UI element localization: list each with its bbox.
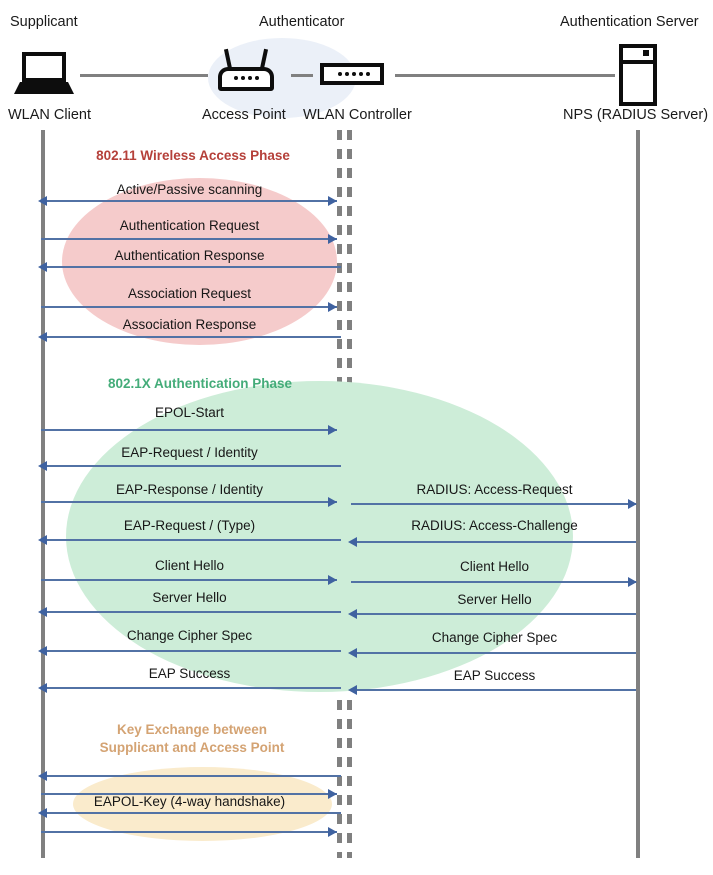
wire-ap-to-controller [291,74,313,77]
msg-label-right-3: Server Hello [457,592,532,607]
access-point-icon [218,48,274,95]
msg-label-left-14: EAPOL-Key (4-way handshake) [93,794,286,809]
msg-arrowhead-right-4 [348,648,357,658]
wlan-controller-icon [320,63,384,85]
msg-label-left-9: Client Hello [154,558,225,573]
msg-line-left-14 [41,793,337,795]
role-title-authentication-server: Authentication Server [560,14,699,30]
msg-arrowhead-left-14 [328,789,337,799]
msg-line-left-4 [47,336,341,338]
lifeline-authentication-server [636,130,640,858]
msg-line-left-10 [47,611,341,613]
node-label-wlan-controller: WLAN Controller [303,107,412,123]
msg-line-left-16 [41,831,337,833]
phase-ellipse-wireless-access [62,178,337,345]
msg-label-left-2: Authentication Response [114,248,265,263]
phase-caption-key-exchange: Key Exchange between Supplicant and Acce… [99,722,285,756]
msg-line-left-2 [47,266,341,268]
phase-ellipse-key-exchange [73,767,332,841]
msg-label-left-0: Active/Passive scanning [116,182,263,197]
msg-line-left-5 [41,429,337,431]
msg-label-left-4: Association Response [122,317,257,332]
msg-label-right-5: EAP Success [453,668,536,683]
msg-line-right-5 [357,689,636,691]
lifeline-supplicant [41,130,45,858]
msg-label-left-3: Association Request [127,286,252,301]
wire-controller-to-server [395,74,615,77]
msg-line-left-12 [47,687,341,689]
msg-arrowhead-left-0 [38,196,47,206]
server-icon [619,44,657,106]
msg-arrowhead-right-0 [628,499,637,509]
msg-label-right-1: RADIUS: Access-Challenge [411,518,578,533]
msg-line-left-1 [41,238,337,240]
msg-arrowhead-left-3 [328,302,337,312]
msg-line-right-3 [357,613,636,615]
msg-arrowhead-right-3 [348,609,357,619]
phase-caption-wireless-access: 802.11 Wireless Access Phase [96,148,290,163]
msg-arrowhead-left-11 [38,646,47,656]
msg-line-left-11 [47,650,341,652]
msg-arrowhead-left-16 [328,827,337,837]
msg-arrowhead-left-2 [38,262,47,272]
msg-arrowhead-left-9 [328,575,337,585]
msg-line-left-15 [47,812,341,814]
msg-arrowhead-left-0b [328,196,337,206]
msg-label-left-1: Authentication Request [119,218,260,233]
msg-arrowhead-left-6 [38,461,47,471]
laptop-icon [14,52,74,96]
msg-arrowhead-right-5 [348,685,357,695]
msg-arrowhead-left-15 [38,808,47,818]
msg-line-right-1 [357,541,636,543]
msg-label-right-2: Client Hello [459,559,530,574]
msg-line-left-7 [41,501,337,503]
wire-client-to-ap [80,74,208,77]
node-label-nps-radius-server: NPS (RADIUS Server) [563,107,709,123]
msg-arrowhead-left-12 [38,683,47,693]
msg-arrowhead-left-13 [38,771,47,781]
phase-ellipse-dot1x-authentication [66,381,573,692]
msg-label-left-7: EAP-Response / Identity [115,482,264,497]
msg-label-right-0: RADIUS: Access-Request [416,482,573,497]
msg-label-left-12: EAP Success [148,666,231,681]
role-title-authenticator: Authenticator [259,14,345,30]
msg-arrowhead-left-7 [328,497,337,507]
msg-arrowhead-left-1 [328,234,337,244]
msg-label-left-8: EAP-Request / (Type) [123,518,256,533]
msg-line-right-0 [351,503,636,505]
msg-label-right-4: Change Cipher Spec [431,630,558,645]
msg-arrowhead-right-1 [348,537,357,547]
msg-line-left-8 [47,539,341,541]
msg-line-right-2 [351,581,636,583]
msg-arrowhead-left-8 [38,535,47,545]
msg-label-left-5: EPOL-Start [154,405,225,420]
msg-arrowhead-right-2 [628,577,637,587]
msg-arrowhead-left-4 [38,332,47,342]
node-label-wlan-client: WLAN Client [8,107,91,123]
msg-line-right-4 [357,652,636,654]
node-label-access-point: Access Point [202,107,286,123]
msg-line-left-0 [47,200,337,202]
msg-label-left-6: EAP-Request / Identity [121,445,258,460]
phase-caption-dot1x-authentication: 802.1X Authentication Phase [107,376,293,391]
msg-label-left-11: Change Cipher Spec [126,628,253,643]
msg-label-left-10: Server Hello [152,590,227,605]
msg-line-left-9 [41,579,337,581]
msg-arrowhead-left-10 [38,607,47,617]
msg-line-left-13 [47,775,341,777]
msg-line-left-6 [47,465,341,467]
msg-arrowhead-left-5 [328,425,337,435]
role-title-supplicant: Supplicant [10,14,78,30]
msg-line-left-3 [41,306,337,308]
